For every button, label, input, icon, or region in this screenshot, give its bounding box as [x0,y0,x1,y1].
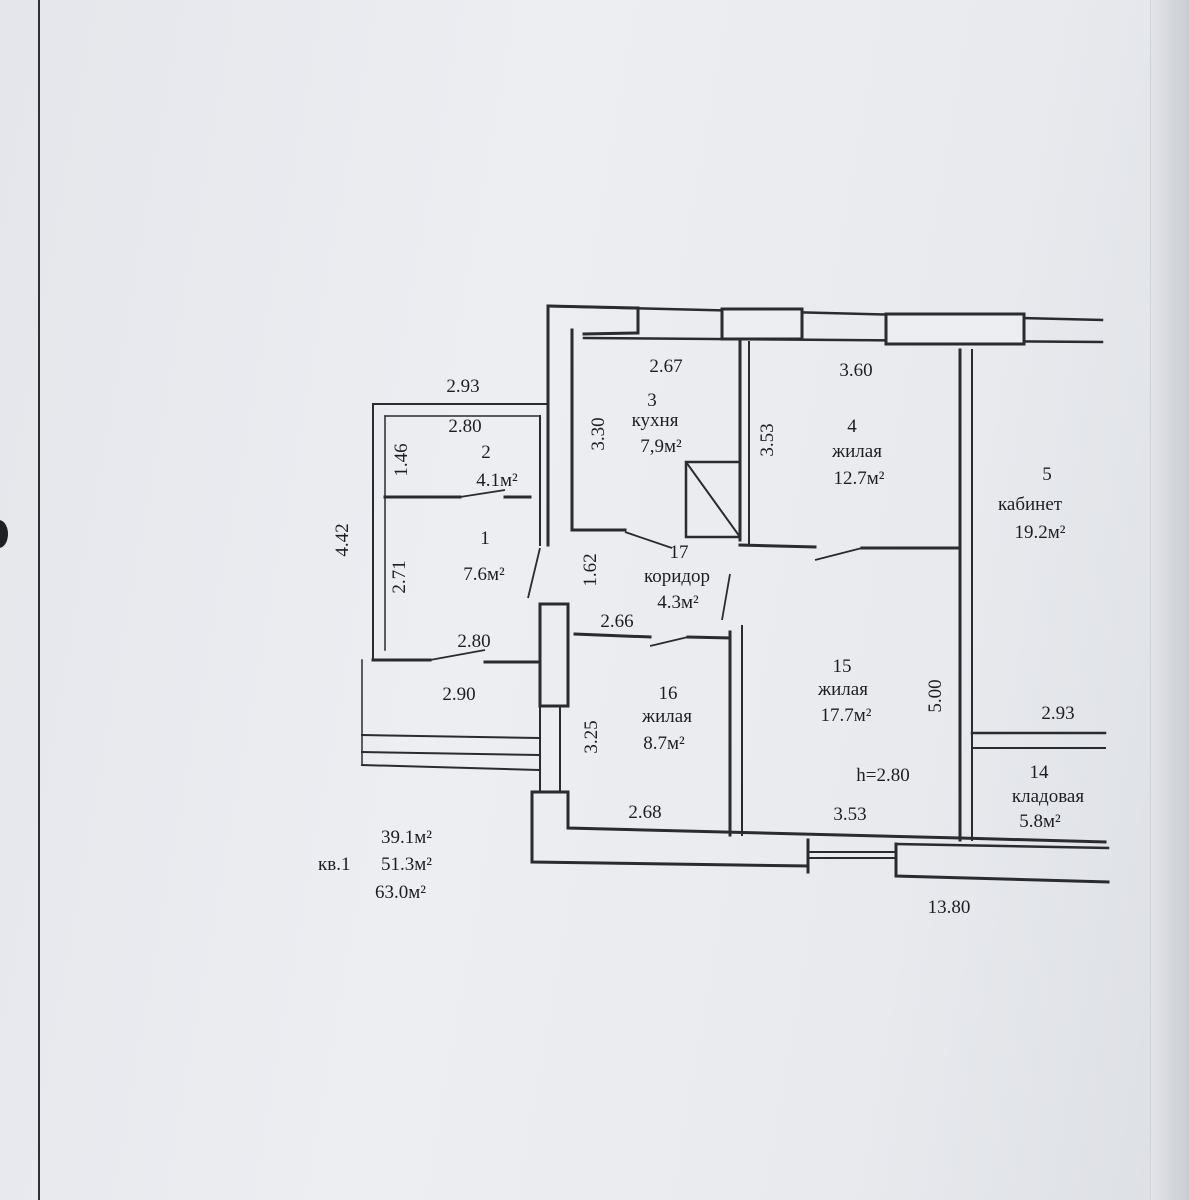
dim-13-80: 13.80 [928,897,971,918]
dim-2-90: 2.90 [442,684,475,705]
usable-area: 51.3м² [381,854,432,875]
room-14-number: 14 [1030,762,1050,783]
room-17-name: коридор [644,566,710,587]
room-4-number: 4 [847,416,857,437]
binder-hole [0,520,8,548]
dim-2-93-right: 2.93 [1041,703,1074,724]
room-1-area: 7.6м² [463,564,505,585]
dim-2-71: 2.71 [389,560,410,593]
room-4-name: жилая [831,441,882,462]
dim-2-80-top: 2.80 [448,416,481,437]
apartment-label: кв.1 [318,854,350,875]
room-2-area: 4.1м² [476,470,518,491]
room-17-area: 4.3м² [657,592,699,613]
room-15-area: 17.7м² [821,705,872,726]
dimension-labels: 2.93 2.80 2.80 2.90 2.67 3.60 2.66 2.68 … [332,356,1075,918]
room-16-area: 8.7м² [643,733,685,754]
room-15-number: 15 [833,656,852,677]
dim-2-68: 2.68 [628,802,661,823]
window-block [720,307,804,341]
paper-edge [1150,0,1189,1200]
room-14-name: кладовая [1012,786,1084,807]
room-5-number: 5 [1042,464,1052,485]
dim-3-60: 3.60 [839,360,872,381]
walls [360,304,1110,884]
dim-1-46: 1.46 [391,443,412,476]
room-2-number: 2 [481,442,491,463]
room-1-number: 1 [480,528,490,549]
dim-3-30: 3.30 [588,417,609,450]
dim-1-62: 1.62 [580,553,601,586]
dim-2-67: 2.67 [649,356,682,377]
room-17-number: 17 [670,542,689,563]
dim-3-53-vertical: 3.53 [757,423,778,456]
dim-2-66: 2.66 [600,611,633,632]
room-3-name: кухня [632,410,679,431]
room-16-name: жилая [641,706,692,727]
window-block [884,312,1026,346]
area-summary: 39.1м² кв.1 51.3м² 63.0м² [318,827,432,903]
margin-line [38,0,40,1200]
room-16-number: 16 [659,683,678,704]
dim-3-53-bottom: 3.53 [833,804,866,825]
window-block [807,851,897,859]
dim-5-00: 5.00 [925,679,946,712]
total-area: 63.0м² [375,882,426,903]
dim-4-42: 4.42 [332,523,353,556]
dim-3-25: 3.25 [581,720,602,753]
vent-shaft [684,460,742,539]
living-area: 39.1м² [381,827,432,848]
room-4-area: 12.7м² [834,468,885,489]
dim-2-80-mid: 2.80 [457,631,490,652]
room-3-area: 7,9м² [640,436,682,457]
room-5-area: 19.2м² [1015,522,1066,543]
dim-2-93-top: 2.93 [446,376,479,397]
room-3-number: 3 [647,390,657,411]
room-5-name: кабинет [998,494,1063,515]
ceiling-height: h=2.80 [856,765,909,786]
room-14-area: 5.8м² [1019,811,1061,832]
room-labels: 2 4.1м² 1 7.6м² 3 кухня 7,9м² 4 жилая 12… [463,390,1084,832]
column [538,602,570,708]
room-15-name: жилая [817,679,868,700]
door-swings [429,489,863,661]
